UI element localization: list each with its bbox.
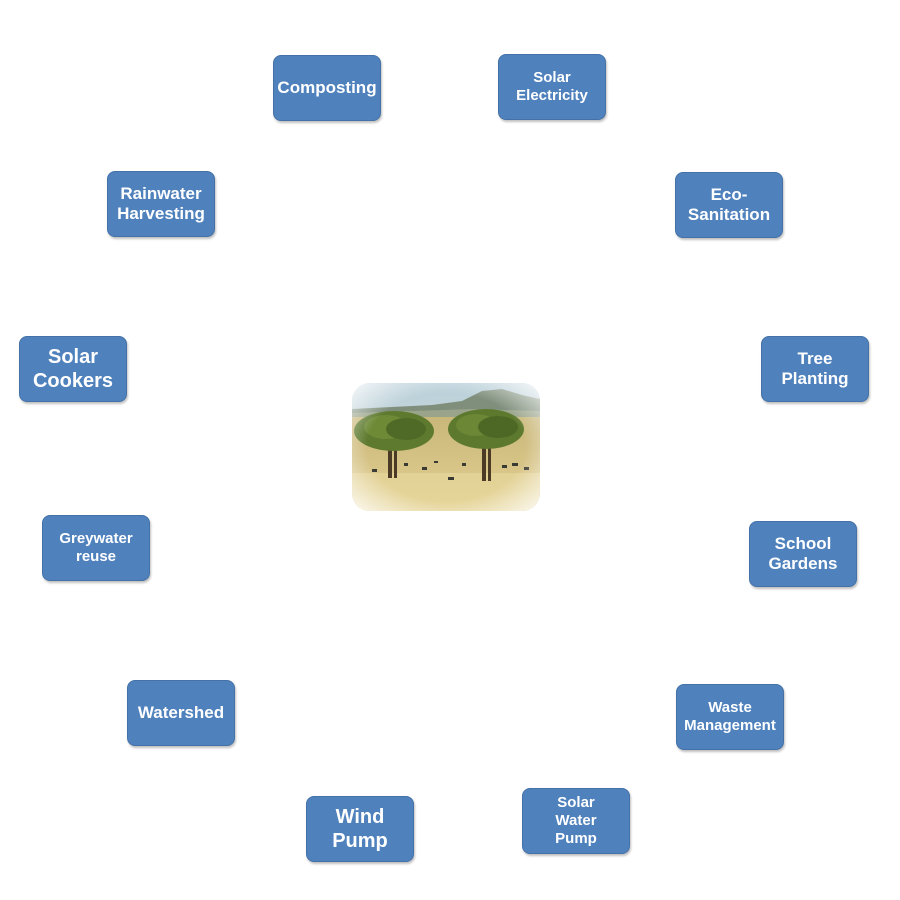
node-solar-electricity: Solar Electricity xyxy=(498,54,606,120)
node-rainwater-harvesting: Rainwater Harvesting xyxy=(107,171,215,237)
node-wind-pump: Wind Pump xyxy=(306,796,414,862)
node-solar-water-pump: Solar Water Pump xyxy=(522,788,630,854)
node-solar-cookers: Solar Cookers xyxy=(19,336,127,402)
node-eco-sanitation: Eco- Sanitation xyxy=(675,172,783,238)
node-watershed: Watershed xyxy=(127,680,235,746)
node-waste-management: Waste Management xyxy=(676,684,784,750)
node-school-gardens: School Gardens xyxy=(749,521,857,587)
node-greywater-reuse: Greywater reuse xyxy=(42,515,150,581)
node-tree-planting: Tree Planting xyxy=(761,336,869,402)
node-composting: Composting xyxy=(273,55,381,121)
savanna-landscape-image xyxy=(352,383,540,511)
